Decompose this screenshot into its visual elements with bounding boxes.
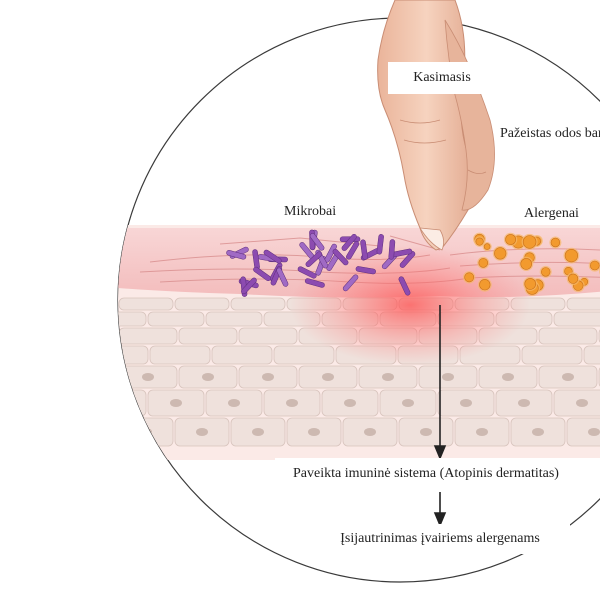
skin-cell (147, 311, 205, 327)
microbe (355, 266, 376, 275)
skin-cell (273, 345, 335, 365)
cell-nucleus (344, 399, 356, 407)
allergen (478, 258, 489, 268)
skin-cell (211, 345, 273, 365)
microbe (376, 234, 384, 255)
allergen (564, 249, 579, 263)
allergen (589, 260, 600, 271)
skin-cell (598, 327, 600, 345)
cell-nucleus (576, 399, 588, 407)
allergen (505, 234, 516, 245)
microbe (297, 266, 317, 279)
skin-cell (118, 327, 178, 345)
cell-nucleus (142, 373, 154, 381)
allergen (494, 247, 507, 260)
skin-cell (205, 311, 263, 327)
allergens-cluster (463, 232, 600, 296)
cell-nucleus (364, 428, 376, 436)
skin-cell (538, 327, 598, 345)
microbe (226, 250, 247, 260)
arrow-head-immune (433, 445, 447, 461)
skin-cell (583, 345, 600, 365)
cell-nucleus (202, 373, 214, 381)
cell-nucleus (262, 373, 274, 381)
cell-nucleus (420, 428, 432, 436)
cell-nucleus (170, 399, 182, 407)
allergen (567, 273, 579, 284)
microbe (346, 241, 360, 260)
cell-nucleus (382, 373, 394, 381)
microbe (263, 249, 282, 264)
cell-nucleus (308, 428, 320, 436)
damaged-skin-label: Pažeistas odos barjeras (500, 126, 600, 141)
sensitization-text: Įsijautrinimas įvairiems alergenams (340, 531, 540, 546)
skin-cell (230, 297, 286, 311)
cell-nucleus (402, 399, 414, 407)
microbe (341, 233, 357, 251)
allergen (522, 235, 537, 249)
skin-cell (174, 297, 230, 311)
allergen (475, 237, 484, 246)
cell-nucleus (460, 399, 472, 407)
cell-nucleus (322, 373, 334, 381)
microbe (309, 233, 325, 251)
microbe (360, 239, 368, 260)
microbe (398, 276, 411, 296)
microbes-label: Mikrobai (284, 204, 337, 219)
allergens-label: Alergenai (524, 206, 579, 221)
cell-nucleus (442, 373, 454, 381)
allergen (520, 258, 533, 270)
allergen (524, 278, 537, 290)
skin-cell (118, 345, 149, 365)
skin-cell (553, 311, 600, 327)
microbe (253, 266, 271, 282)
microbe (332, 248, 349, 266)
skin-cell (149, 345, 211, 365)
skin-cell (178, 327, 238, 345)
scratching-text: Kasimasis (413, 70, 471, 85)
flow-arrows (433, 305, 447, 528)
cell-nucleus (502, 373, 514, 381)
cell-nucleus (118, 399, 124, 407)
allergen (479, 279, 491, 291)
arrow-head-sensitization (433, 512, 447, 528)
cell-nucleus (518, 399, 530, 407)
cell-nucleus (286, 399, 298, 407)
skin-cell (521, 345, 583, 365)
sensitization-box: Įsijautrinimas įvairiems alergenams (310, 524, 570, 554)
skin-cross-section (118, 225, 600, 460)
skin-cell (566, 297, 600, 311)
microbe (399, 251, 416, 268)
allergen (550, 237, 561, 248)
skin-cell (118, 389, 147, 417)
allergen (540, 267, 551, 277)
microbe (305, 251, 323, 268)
skin-cell (598, 365, 600, 389)
epidermis-cells (118, 297, 600, 447)
cell-nucleus (196, 428, 208, 436)
skin-cell (118, 417, 174, 447)
allergen (483, 243, 491, 250)
microbe (388, 239, 396, 260)
skin-cell (118, 297, 174, 311)
microbe (342, 274, 359, 292)
cell-nucleus (252, 428, 264, 436)
cell-nucleus (532, 428, 544, 436)
cell-nucleus (562, 373, 574, 381)
skin-cell (118, 311, 147, 327)
microbes-cluster (226, 229, 416, 297)
skin-cell (238, 327, 298, 345)
cell-nucleus (228, 399, 240, 407)
microbe (304, 278, 325, 288)
allergen (464, 272, 475, 283)
microbe (276, 267, 289, 287)
microbe (241, 277, 257, 295)
cell-nucleus (588, 428, 600, 436)
immune-system-text: Paveikta imuninė sistema (Atopinis derma… (293, 466, 559, 481)
scratching-label: Kasimasis (388, 62, 496, 94)
cell-nucleus (476, 428, 488, 436)
immune-system-box: Paveikta imuninė sistema (Atopinis derma… (275, 458, 600, 490)
